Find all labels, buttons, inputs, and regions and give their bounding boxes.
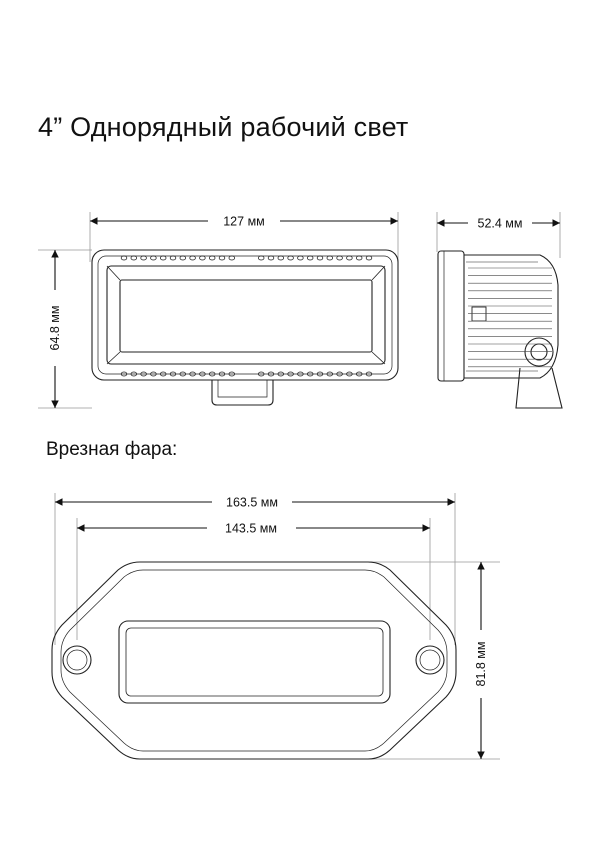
side-depth-label: 52.4 мм [478, 217, 523, 231]
flush-housing-inner [60, 569, 448, 752]
led-dot [159, 371, 167, 377]
side-face-plate [437, 250, 465, 382]
front-bracket-inner [217, 380, 268, 398]
led-dot [189, 255, 196, 261]
led-dot [130, 371, 137, 377]
led-dot [120, 371, 128, 377]
flush-mount-heading: Врезная фара: [46, 439, 178, 460]
led-dot [140, 255, 147, 261]
led-dot [130, 255, 137, 261]
hole-spacing-label: 143.5 мм [225, 522, 277, 536]
led-dot [159, 255, 167, 261]
front-bracket [211, 380, 274, 406]
led-dot [307, 255, 314, 261]
led-dot [307, 371, 314, 377]
led-dot [228, 255, 235, 261]
mount-hole-left-inner [66, 649, 88, 671]
led-dot [356, 255, 363, 261]
led-dot [287, 255, 294, 261]
led-dot [150, 371, 157, 377]
mount-hole-left [62, 645, 92, 675]
flush-width-label: 163.5 мм [226, 496, 278, 510]
led-dot [169, 371, 177, 377]
led-dot [287, 371, 294, 377]
led-dot [326, 255, 333, 261]
flush-mount-view [51, 493, 500, 760]
mount-hole-right [415, 645, 445, 675]
lens-bevel-tr [371, 265, 386, 281]
led-dot [346, 371, 353, 377]
flush-lens-outer [118, 620, 391, 704]
led-dot [267, 255, 275, 261]
led-dot [258, 255, 265, 261]
led-dot [316, 255, 324, 261]
led-dot [199, 371, 206, 377]
led-dot [199, 255, 206, 261]
led-dot [179, 255, 186, 261]
side-connector [471, 306, 487, 322]
flush-lens-inner [125, 627, 384, 697]
lens-bevel-bl [106, 351, 121, 365]
led-dot [140, 371, 147, 377]
led-dot [218, 255, 226, 261]
led-dot [267, 371, 275, 377]
led-dot [297, 371, 304, 377]
flush-height-label: 81.8 мм [474, 642, 488, 687]
front-height-label: 64.8 мм [48, 306, 62, 351]
led-dot [120, 255, 128, 261]
side-cooling-fins [468, 267, 552, 368]
led-dot [208, 255, 216, 261]
led-dot [356, 371, 363, 377]
led-dot [179, 371, 186, 377]
side-mount-foot [515, 367, 563, 409]
mount-hole-right-inner [419, 649, 441, 671]
led-dot [169, 255, 177, 261]
front-housing-outline [91, 249, 399, 381]
front-lens-outer [106, 265, 386, 365]
side-view [436, 212, 563, 409]
led-dot [258, 371, 265, 377]
led-dot [336, 371, 343, 377]
led-dot [277, 371, 284, 377]
lens-bevel-br [371, 351, 386, 365]
led-dot [208, 371, 216, 377]
front-lens-inner [119, 279, 373, 353]
front-housing-inner [97, 255, 393, 375]
front-view [38, 212, 399, 409]
side-mount-bolt-inner [530, 343, 548, 361]
flush-housing-outline [51, 561, 457, 760]
led-dot [326, 371, 333, 377]
led-dot [316, 371, 324, 377]
led-dot [297, 255, 304, 261]
led-dot [336, 255, 343, 261]
led-dot [228, 371, 235, 377]
led-dot [346, 255, 353, 261]
front-led-dots [120, 255, 373, 377]
led-dot [150, 255, 157, 261]
led-dot [218, 371, 226, 377]
led-dot [189, 371, 196, 377]
side-mount-bolt-outer [524, 337, 554, 367]
lens-bevel-tl [106, 265, 121, 281]
led-dot [277, 255, 284, 261]
side-body [464, 254, 559, 379]
led-dot [365, 255, 373, 261]
front-width-label: 127 мм [223, 215, 265, 229]
page-title: 4” Однорядный рабочий свет [38, 112, 409, 142]
led-dot [365, 371, 373, 377]
